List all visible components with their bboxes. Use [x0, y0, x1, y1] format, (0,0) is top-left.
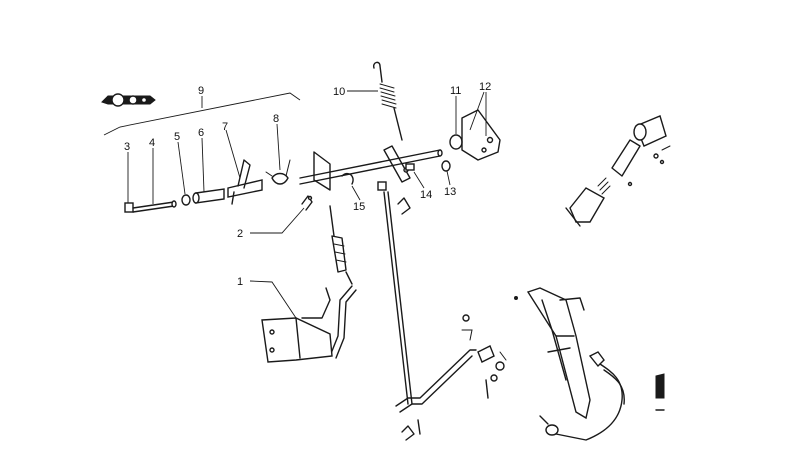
part-1-pedal	[261, 285, 357, 363]
callout-9: 9	[198, 85, 204, 97]
part-15-clip	[341, 172, 387, 191]
leader-line-6	[201, 137, 205, 193]
part-4-pin	[132, 200, 177, 213]
callout-12: 12	[479, 81, 491, 93]
brake-pedal	[514, 287, 625, 441]
callout-3: 3	[124, 141, 130, 153]
leader-line-15	[351, 185, 361, 201]
part-6-bushing	[192, 188, 225, 204]
leader-line-5	[177, 141, 186, 195]
callout-8: 8	[273, 113, 279, 125]
callout-5: 5	[174, 131, 180, 143]
master-cylinder-group	[565, 115, 671, 227]
callout-11: 11	[450, 85, 461, 97]
part-12-mounting-bracket	[461, 109, 501, 161]
leader-line-12a	[469, 91, 485, 131]
part-14-nut	[405, 163, 415, 171]
leader-line-8	[276, 123, 281, 171]
callout-13: 13	[444, 186, 456, 198]
leader-line-14	[413, 171, 425, 189]
leader-line-7	[225, 129, 241, 179]
callout-4: 4	[149, 137, 155, 149]
callout-1: 1	[237, 276, 243, 288]
callout-7: 7	[222, 121, 228, 133]
long-rod	[383, 191, 413, 405]
part-7-lever	[227, 159, 263, 205]
part-8-spring-clip	[265, 159, 291, 185]
part-10-return-spring	[372, 61, 403, 141]
leader-line-1	[249, 280, 297, 319]
edge-fragment	[655, 373, 665, 411]
part-5-washer	[181, 194, 191, 206]
lower-linkage	[395, 314, 507, 441]
part-9-kit-icon	[101, 93, 156, 107]
callout-14: 14	[420, 189, 432, 201]
part-3-bolt	[124, 202, 134, 213]
part-9-bracket-line	[103, 92, 301, 136]
callout-2: 2	[237, 228, 243, 240]
callout-15: 15	[353, 201, 365, 213]
part-13-washer	[441, 160, 451, 172]
callout-6: 6	[198, 127, 204, 139]
leader-line-13	[446, 170, 451, 186]
leader-line-2	[250, 207, 305, 234]
part-2-clip	[301, 195, 313, 211]
part-11-bushing	[449, 134, 463, 150]
callout-10: 10	[333, 86, 345, 98]
pushrod	[329, 205, 353, 285]
